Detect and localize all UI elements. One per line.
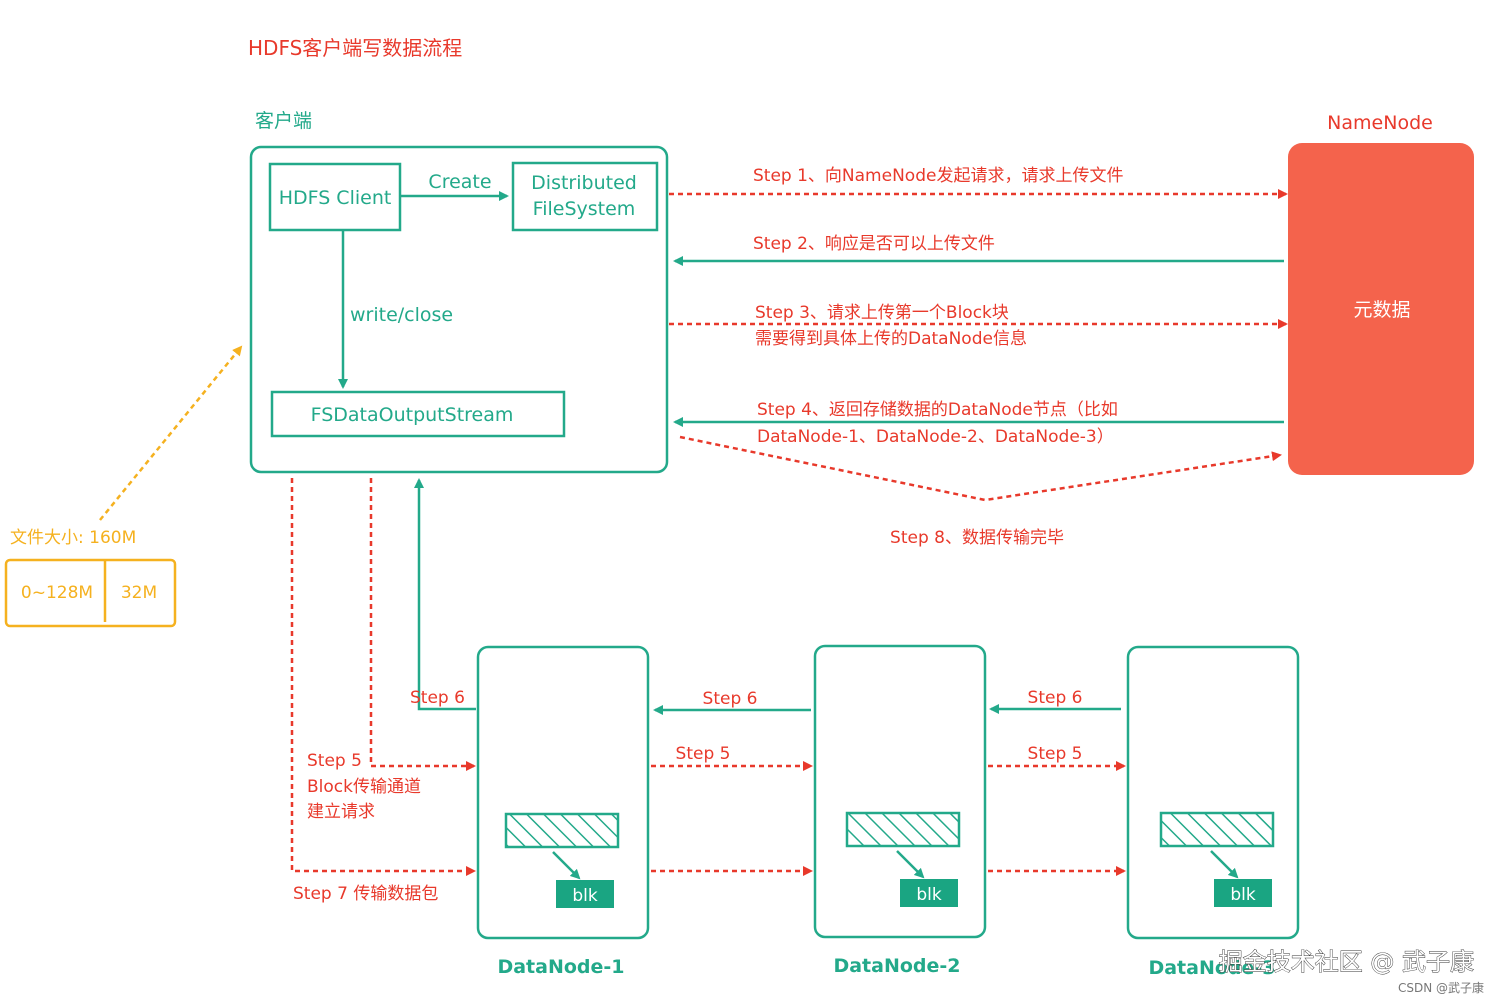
datanode-2-blk-label: blk	[916, 885, 942, 905]
namenode-metadata-label: 元数据	[1353, 299, 1410, 321]
client-label: 客户端	[255, 110, 312, 132]
dfs-label-line1: Distributed	[531, 172, 637, 194]
hdfs-client-label: HDFS Client	[279, 187, 392, 209]
step4-label-line1: Step 4、返回存储数据的DataNode节点（比如	[757, 400, 1118, 420]
datanode-1-label: DataNode-1	[497, 956, 624, 978]
fsdataoutputstream-box	[270, 390, 566, 438]
datanode-3-blk-label: blk	[1230, 885, 1256, 905]
datanode-1-block-storage	[504, 812, 620, 849]
step6-dn3-to-dn2-label: Step 6	[1028, 688, 1083, 708]
step5-client-label-line1: Step 5	[307, 751, 362, 771]
step3-label-line1: Step 3、请求上传第一个Block块	[755, 303, 1009, 323]
watermark-csdn: CSDN @武子康	[1398, 980, 1484, 995]
namenode-label: NameNode	[1327, 112, 1433, 134]
datanode-3-blk	[1214, 879, 1272, 907]
datanode-3-blk-arrow	[1210, 850, 1239, 879]
step6-dn2-to-dn1-label: Step 6	[703, 689, 758, 709]
step6-client-label: Step 6	[410, 688, 465, 708]
namenode-box	[1288, 143, 1474, 475]
step3-label-line2: 需要得到具体上传的DataNode信息	[755, 329, 1027, 349]
write-close-label: write/close	[350, 304, 453, 326]
datanode-3-label: DataNode-3	[1148, 957, 1275, 979]
datanode-3-block-storage	[1159, 811, 1275, 848]
hdfs-client-box	[268, 162, 402, 232]
distributed-filesystem-box	[511, 161, 659, 232]
datanode-1-blk-label: blk	[572, 886, 598, 906]
step5-client-label-line2: Block传输通道	[307, 777, 421, 797]
step5-client-label-line3: 建立请求	[307, 802, 375, 822]
fsdataoutputstream-label: FSDataOutputStream	[311, 404, 514, 426]
datanode-2-block-storage	[845, 811, 961, 848]
file-part1-label: 0~128M	[21, 583, 93, 603]
datanode-2-blk	[900, 879, 958, 907]
datanode-3-box	[1126, 645, 1300, 940]
create-label: Create	[428, 171, 491, 193]
diagram-title: HDFS客户端写数据流程	[248, 36, 462, 60]
datanode-1-box	[476, 645, 650, 940]
file-upload-arrow	[99, 345, 243, 521]
step7-label: Step 7 传输数据包	[293, 884, 438, 904]
file-size-label: 文件大小: 160M	[10, 528, 136, 548]
datanode-2-label: DataNode-2	[833, 955, 960, 977]
step7-client-arrow	[290, 478, 476, 876]
step2-label: Step 2、响应是否可以上传文件	[753, 234, 995, 254]
datanode-1: blk DataNode-1	[476, 645, 650, 978]
datanode-3: blk DataNode-3	[1126, 645, 1300, 979]
datanode-2: blk DataNode-2	[813, 644, 987, 977]
file-part2-label: 32M	[121, 583, 157, 603]
datanode-2-blk-arrow	[896, 850, 925, 879]
step1-label: Step 1、向NameNode发起请求，请求上传文件	[753, 166, 1123, 186]
step6-client-ack-arrow	[414, 478, 476, 711]
datanode-1-blk-arrow	[552, 851, 581, 880]
step5-client-arrow	[369, 478, 476, 771]
file-box	[4, 558, 177, 628]
dfs-label-line2: FileSystem	[533, 198, 636, 220]
datanode-1-blk	[556, 880, 614, 908]
datanode-2-box	[813, 644, 987, 939]
step4-label-line2: DataNode-1、DataNode-2、DataNode-3）	[757, 427, 1114, 447]
step5-dn2-to-dn3-label: Step 5	[1028, 744, 1083, 764]
step8-label: Step 8、数据传输完毕	[890, 528, 1064, 548]
client-container	[249, 145, 669, 474]
watermark-main: 掘金技术社区 @ 武子康	[1219, 948, 1474, 976]
step5-dn1-to-dn2-label: Step 5	[676, 744, 731, 764]
step8-arrow	[679, 435, 1282, 502]
